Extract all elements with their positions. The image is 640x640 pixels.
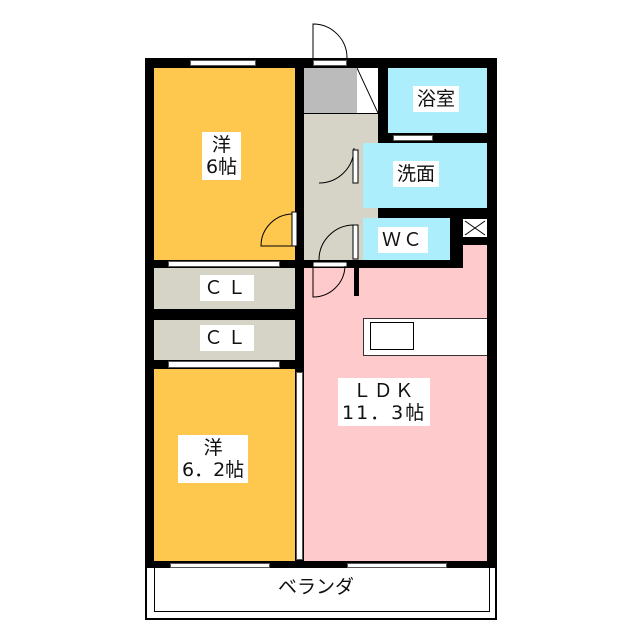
- door-swing-washroom-icon: [318, 147, 359, 184]
- label-balcony: ベランダ: [274, 574, 359, 600]
- sink: [370, 322, 414, 350]
- room-name: ＬＤＫ: [352, 380, 416, 402]
- door-swing-western1-icon: [260, 211, 298, 247]
- label-ldk: ＬＤＫ 11．3帖: [338, 378, 431, 426]
- entrance-door-swing-icon: [312, 23, 348, 59]
- shoe-storage: [356, 67, 379, 114]
- pipe-space: [463, 219, 487, 237]
- bath-door[interactable]: [393, 135, 433, 141]
- room-size: 6．2帖: [182, 459, 245, 481]
- closet-door-1[interactable]: [168, 261, 280, 267]
- label-washroom: 洗面: [393, 161, 440, 187]
- room-size: 6帖: [206, 156, 238, 178]
- label-closet-1: ＣＬ: [200, 275, 255, 301]
- closet-door-2[interactable]: [168, 361, 280, 368]
- window-bottom-left: [170, 563, 270, 568]
- kitchen-counter: [363, 318, 487, 356]
- window-bottom-right: [347, 563, 447, 568]
- room-name: 洋: [212, 134, 232, 156]
- label-toilet: ＷＣ: [378, 227, 429, 253]
- sliding-door-western2[interactable]: [296, 372, 303, 560]
- label-bath: 浴室: [413, 86, 460, 112]
- entry: [304, 68, 357, 113]
- window-top: [190, 60, 256, 66]
- entrance-door[interactable]: [313, 60, 347, 66]
- label-closet-2: ＣＬ: [200, 325, 255, 351]
- storage-diagonal-icon: [356, 67, 379, 114]
- door-swing-ldk-icon: [312, 262, 359, 298]
- label-western-1: 洋 6帖: [202, 132, 242, 180]
- door-swing-toilet-icon: [318, 224, 359, 261]
- room-ldk-upper: [357, 268, 487, 278]
- balcony-inner-rail: [154, 568, 490, 612]
- pipe-space-x-icon: [464, 220, 486, 236]
- room-name: 洋: [203, 437, 223, 459]
- label-western-2: 洋 6．2帖: [178, 435, 249, 483]
- room-size: 11．3帖: [342, 402, 427, 424]
- room-ldk-corner: [463, 245, 487, 275]
